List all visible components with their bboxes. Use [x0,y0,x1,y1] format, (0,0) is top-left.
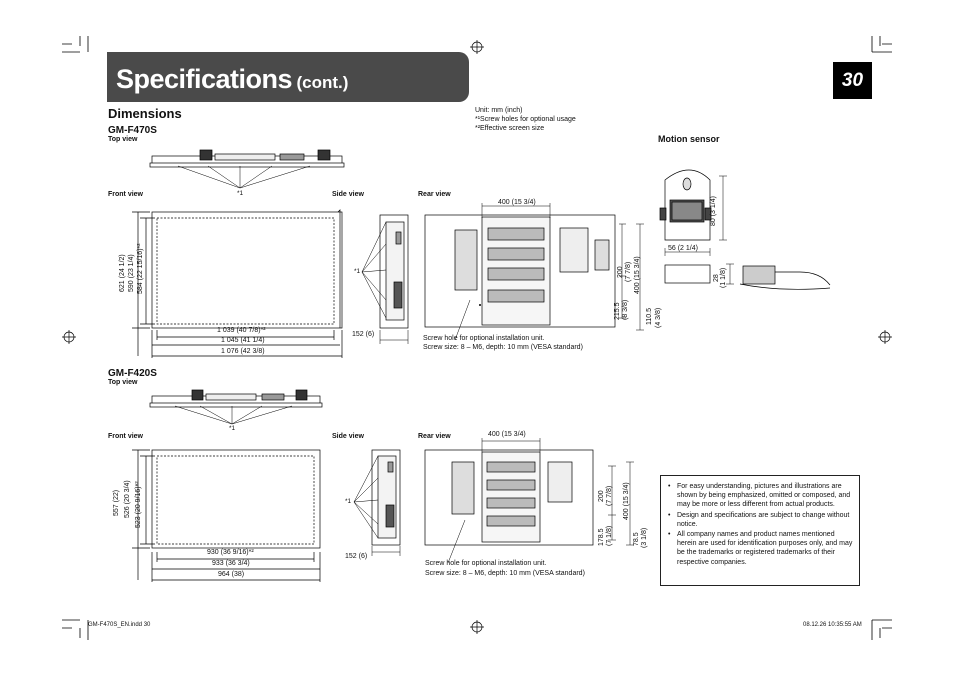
rear-top-470: 400 (15 3/4) [498,199,536,206]
crop-mark [62,36,892,640]
rear-215-470: 215.5 [614,302,621,320]
notes-list: For easy understanding, pictures and ill… [661,476,859,567]
rear-110-470: 110.5 [646,308,653,325]
depth-420: 152 (6) [345,553,368,560]
title-bar [107,52,469,102]
rear-400-470: 400 (15 3/4) [634,256,641,294]
dim-h2-470: 590 (23 1/4) [128,254,135,292]
rear-178-420: 178.5 [598,528,605,546]
dim-w1-470: 1 039 (40 7/8)*² [217,327,266,334]
model-gm-f470s: GM-F470S [108,125,157,136]
rear-200-470: 200 [617,266,624,278]
unit-note: Unit: mm (inch) [475,107,523,114]
dim-w2-420: 933 (36 3/4) [212,560,250,567]
footnote-2: *²Effective screen size [475,125,545,132]
side-star-470: *1 [354,268,361,275]
dim-w2-470: 1 045 (41 1/4) [221,337,265,344]
note-item: For easy understanding, pictures and ill… [668,482,853,510]
side-view-label-420: Side view [332,433,364,440]
rear-178b-420: (7 1/8) [606,525,613,546]
rear-200b-470: (7 7/8) [625,261,632,282]
rear-400-420: 400 (15 3/4) [623,482,630,520]
dim-w3-470: 1 076 (42 3/8) [221,348,265,355]
footer-file: GM-F470S_EN.indd 30 [88,622,151,628]
screw-note2-420: Screw size: 8 – M6, depth: 10 mm (VESA s… [425,570,585,577]
registration-mark [62,40,892,634]
front-view-label-420: Front view [108,433,144,440]
star1-420: *1 [229,425,236,432]
rear-200b-420: (7 7/8) [606,485,613,506]
rear-110b-470: (4 3/8) [655,307,662,328]
motion-dim-w: 56 (2 1/4) [668,245,698,252]
rear-78-420: 78.5 [633,532,640,546]
footnote-1: *¹Screw holes for optional usage [475,116,576,123]
page-title: Specifications (cont.) [116,64,348,95]
star1-470: *1 [237,190,244,197]
motion-dim-d1: 28 [713,274,720,282]
title-main: Specifications [116,64,293,94]
section-heading: Dimensions [108,106,182,121]
motion-dim-d2: (1 1/8) [720,267,727,288]
top-view-label-420: Top view [108,379,138,386]
title-cont: (cont.) [296,73,349,92]
dim-h1-470: 621 (24 1/2) [119,254,126,292]
motion-dim-h: 80 (3 1/4) [710,196,717,226]
footer-date: 08.12.26 10:35:55 AM [803,622,862,628]
screw-note2-470: Screw size: 8 – M6, depth: 10 mm (VESA s… [423,344,583,351]
dim-h2-420: 526 (20 3/4) [124,480,131,518]
dim-w3-420: 964 (38) [218,571,245,578]
depth-470: 152 (6) [352,331,375,338]
note-item: All company names and product names ment… [668,530,853,567]
rear-view-label-420: Rear view [418,433,451,440]
top-view-label-470: Top view [108,136,138,143]
screw-note1-420: Screw hole for optional installation uni… [425,560,547,567]
dim-h3-420: 523 (20 9/16)*² [135,481,142,528]
notes-box: For easy understanding, pictures and ill… [660,475,860,586]
model-gm-f420s: GM-F420S [108,368,157,379]
page-number: 30 [833,62,872,99]
rear-view-label-470: Rear view [418,191,451,198]
crop-mark [62,36,892,638]
dim-w1-420: 930 (36 9/16)*² [207,549,254,556]
rear-200-420: 200 [598,490,605,502]
rear-top-420: 400 (15 3/4) [488,431,526,438]
motion-sensor-label: Motion sensor [658,134,720,144]
front-view-label-470: Front view [108,191,144,198]
rear-78b-420: (3 1/8) [641,527,648,548]
side-star-420: *1 [345,498,352,505]
note-item: Design and specifications are subject to… [668,511,853,529]
screw-note1-470: Screw hole for optional installation uni… [423,335,545,342]
rear-215b-470: (8 3/8) [622,299,629,320]
dim-h3-470: 584 (22 15/16)*² [137,243,144,294]
side-view-label-470: Side view [332,191,364,198]
dim-h1-420: 557 (22) [113,489,120,516]
